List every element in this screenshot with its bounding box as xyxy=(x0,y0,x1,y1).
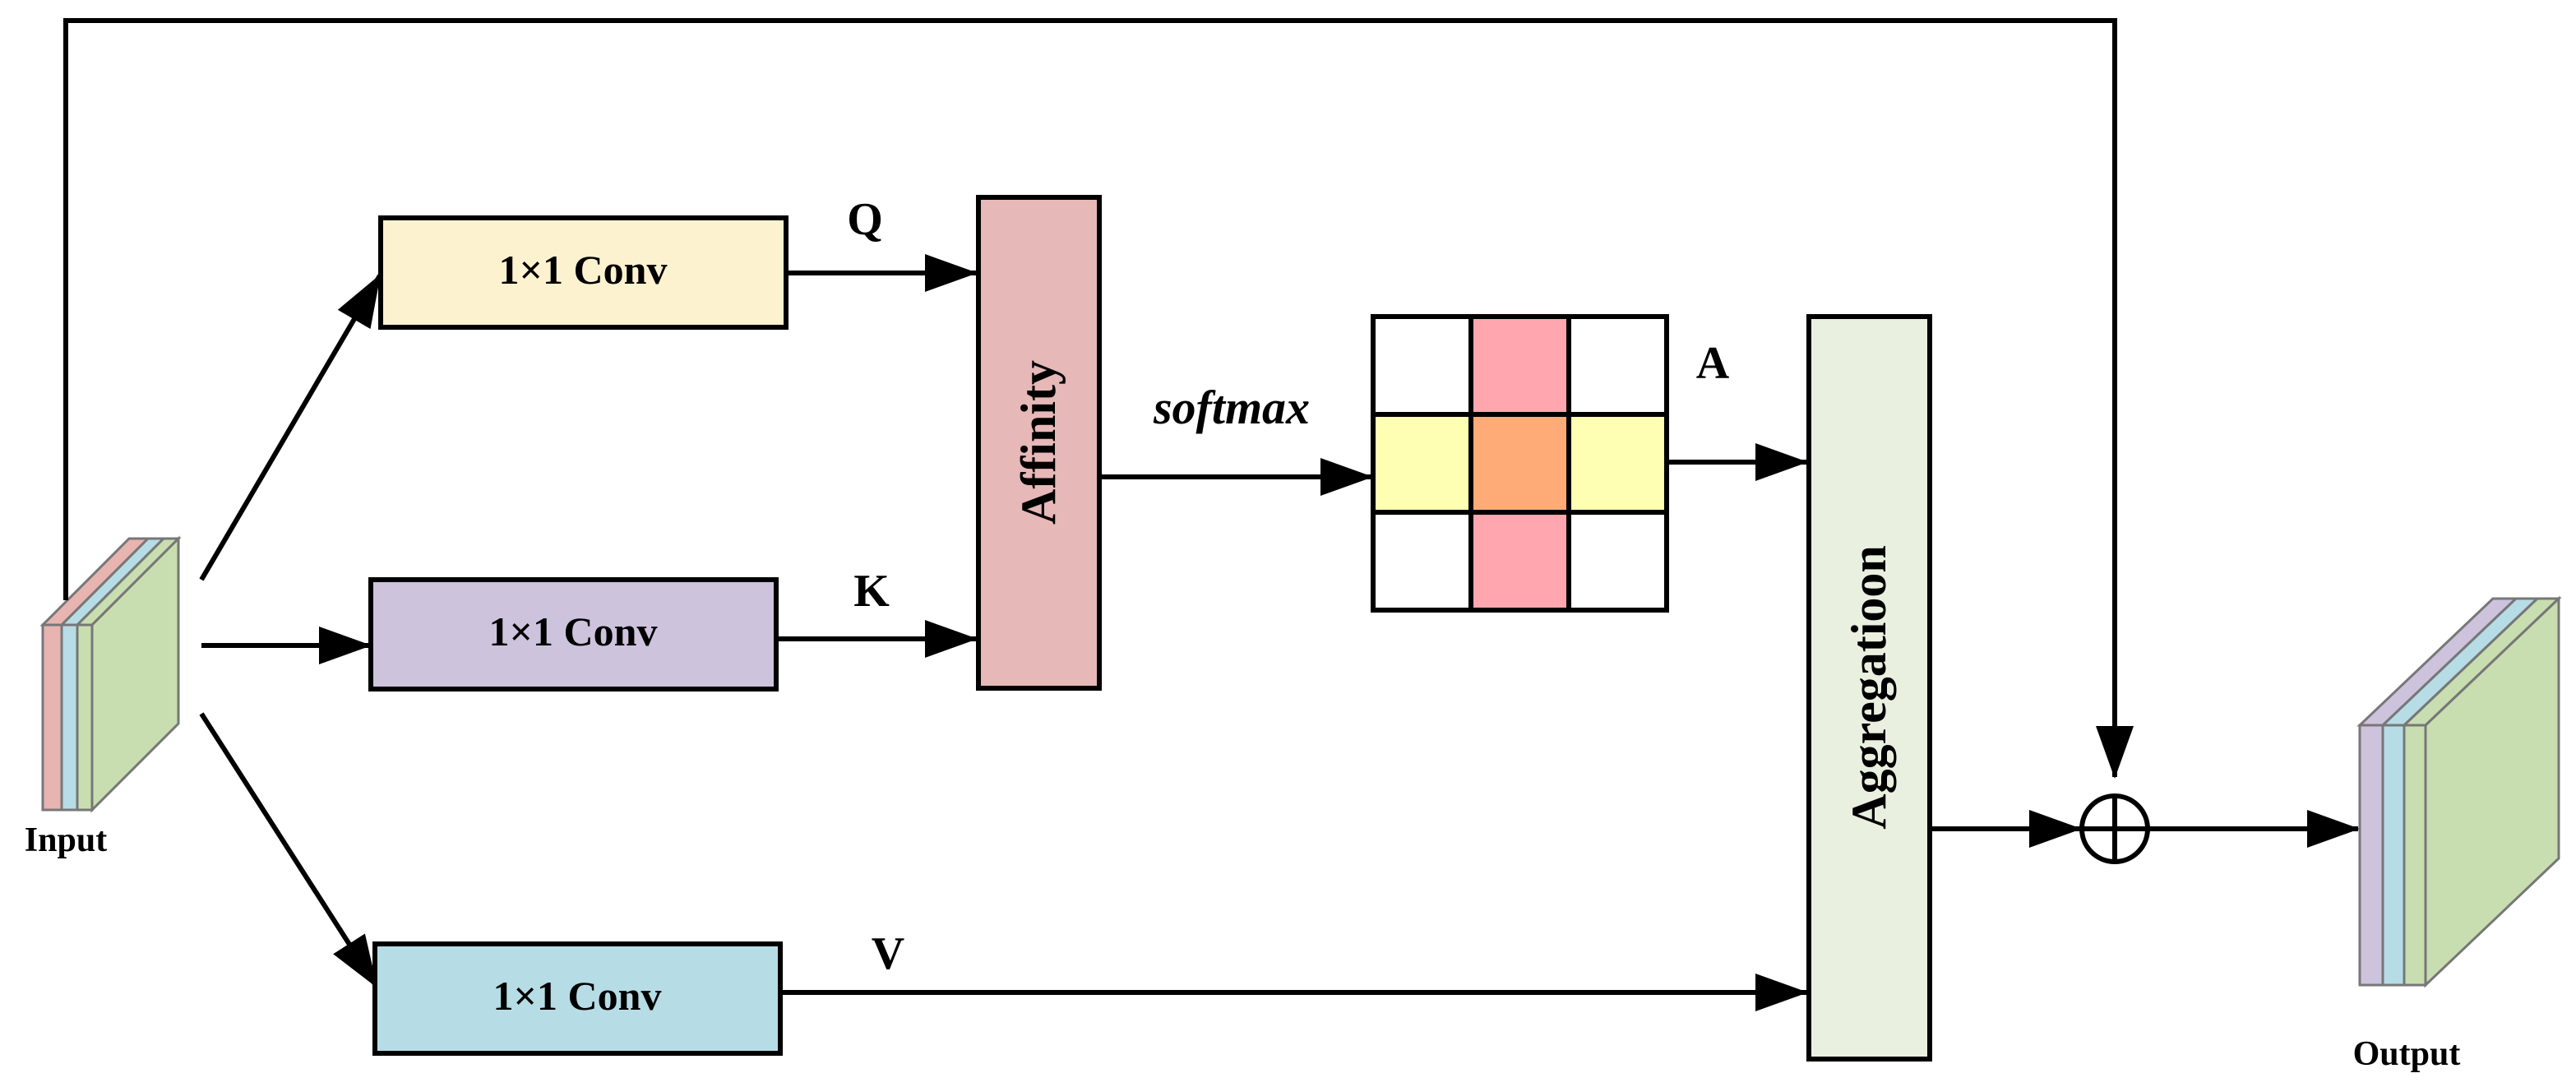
k-label: K xyxy=(853,566,890,617)
output-layer-1 xyxy=(2358,724,2384,987)
a-label: A xyxy=(1696,338,1730,389)
attention-grid xyxy=(1371,314,1669,613)
output-feature-stack xyxy=(2356,595,2562,988)
attention-grid-cell-r2-c0 xyxy=(1371,510,1473,613)
conv-q-box xyxy=(378,215,789,330)
input-layer-3-side xyxy=(90,535,180,813)
affinity-label: Affinity xyxy=(1011,360,1066,525)
q-label: Q xyxy=(847,194,883,245)
attention-grid-cell-r2-c1 xyxy=(1468,510,1571,613)
skip-connection-line xyxy=(63,18,2134,779)
attention-grid-cell-r1-c1 xyxy=(1468,412,1571,515)
softmax-label: softmax xyxy=(1153,381,1310,434)
output-label: Output xyxy=(2353,1035,2461,1073)
conv-k-label: 1×1 Conv xyxy=(489,608,658,655)
input-layer-3-front xyxy=(76,623,94,812)
conv-q-label: 1×1 Conv xyxy=(499,247,668,293)
output-layer-3-side xyxy=(2424,595,2560,988)
attention-grid-cell-r2-c2 xyxy=(1566,510,1669,613)
attention-grid-cell-r0-c0 xyxy=(1371,314,1473,417)
conv-v-label: 1×1 Conv xyxy=(493,973,662,1019)
attention-grid-cell-r1-c0 xyxy=(1371,412,1473,515)
input-label: Input xyxy=(25,821,107,859)
aggregation-label: Aggregatioon xyxy=(1842,545,1896,830)
attention-grid-cell-r0-c2 xyxy=(1566,314,1669,417)
input-layer-2 xyxy=(60,623,79,812)
aggregation-box xyxy=(1806,314,1932,1062)
attention-grid-cell-r1-c2 xyxy=(1566,412,1669,515)
attention-grid-cell-r0-c1 xyxy=(1468,314,1571,417)
input-to-v-arrow xyxy=(199,712,379,988)
affinity-box xyxy=(976,195,1102,691)
output-layer-2 xyxy=(2381,724,2406,987)
input-to-q-arrow xyxy=(199,274,382,581)
input-layer-1 xyxy=(41,623,63,812)
v-label: V xyxy=(872,928,904,979)
conv-v-box xyxy=(372,941,783,1056)
add-operator-icon xyxy=(2079,793,2150,864)
output-layer-3-front xyxy=(2403,724,2427,987)
input-feature-stack xyxy=(39,535,182,813)
conv-k-box xyxy=(368,577,779,692)
